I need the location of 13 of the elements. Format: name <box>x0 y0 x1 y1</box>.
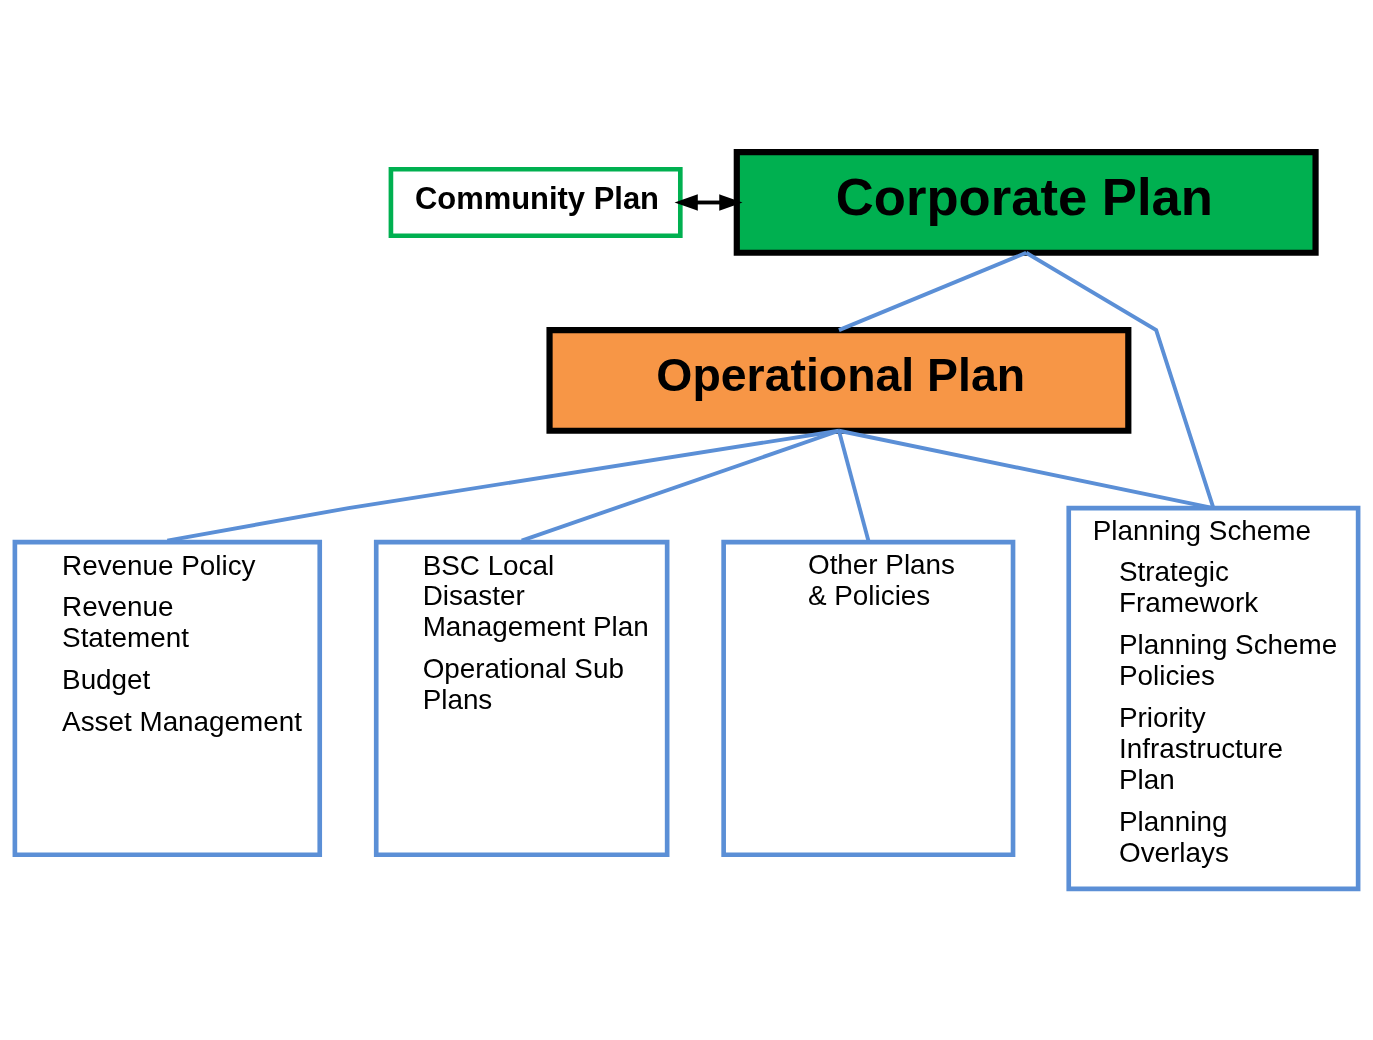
node-box: Corporate Plan <box>733 148 1319 256</box>
connector <box>521 428 840 542</box>
connector <box>166 428 840 543</box>
connector <box>1025 250 1216 509</box>
node-box: Other Plans & Policies <box>721 539 1016 857</box>
connector <box>838 250 1027 332</box>
node-box: Revenue Policy Revenue Statement Budget Asset Management <box>12 539 323 857</box>
connector <box>837 429 871 541</box>
node-box: Planning Scheme Strategic Framework Planning Scheme Policies Priority Infrastructure Plan Planning Overlays <box>1066 505 1361 891</box>
arrow <box>674 193 743 211</box>
node-box: BSC Local Disaster Management Plan Operational Sub Plans <box>373 539 670 857</box>
node-box: Community Plan <box>388 166 683 238</box>
node-box: Operational Plan <box>546 326 1132 434</box>
